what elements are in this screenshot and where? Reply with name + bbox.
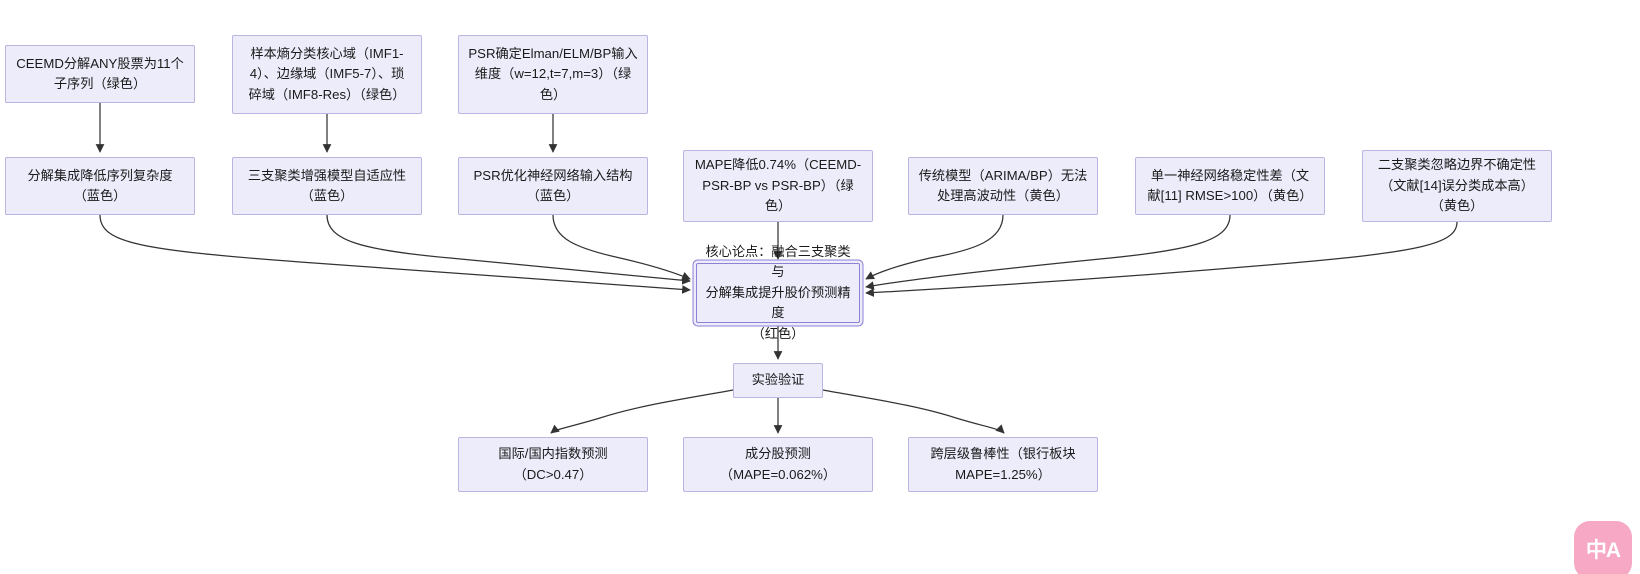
node-evidence-mape-reduction[interactable]: MAPE降低0.74%（CEEMD- PSR-BP vs PSR-BP）（绿 色… (683, 150, 873, 222)
edge-w3-core (552, 214, 691, 281)
node-label: CEEMD分解ANY股票为11个 子序列（绿色） (16, 55, 184, 91)
edge-verification-t3 (822, 389, 1005, 434)
node-label: 跨层级鲁棒性（银行板块 MAPE=1.25%） (930, 446, 1076, 482)
node-label: 成分股预测 （MAPE=0.062%） (719, 446, 837, 482)
node-label: 样本熵分类核心域（IMF1- 4）、边缘域（IMF5-7）、琐 碎域（IMF8-… (248, 45, 406, 102)
node-label: 二支聚类忽略边界不确定性 （文献[14]误分类成本高） （黄色） (1377, 157, 1537, 214)
watermark-text: 中A (1585, 538, 1621, 562)
edge-r2-core (865, 214, 1231, 290)
node-result-cross-level-robustness[interactable]: 跨层级鲁棒性（银行板块 MAPE=1.25%） (908, 437, 1098, 492)
node-label: 国际/国内指数预测 （DC>0.47） (498, 446, 608, 482)
node-label: 传统模型（ARIMA/BP）无法 处理高波动性（黄色） (918, 167, 1088, 203)
node-rebuttal-single-network-stability[interactable]: 单一神经网络稳定性差（文 献[11] RMSE>100）（黄色） (1135, 157, 1325, 215)
edge-w2-core (326, 214, 691, 285)
node-label: PSR优化神经网络输入结构 （蓝色） (473, 167, 633, 203)
node-label: 三支聚类增强模型自适应性 （蓝色） (247, 167, 407, 203)
edge-verification-t1 (550, 389, 734, 434)
node-result-index-prediction[interactable]: 国际/国内指数预测 （DC>0.47） (458, 437, 648, 492)
node-method-sample-entropy-clustering[interactable]: 样本熵分类核心域（IMF1- 4）、边缘域（IMF5-7）、琐 碎域（IMF8-… (232, 35, 422, 114)
edge-r3-core (865, 221, 1458, 297)
node-label: 核心论点：融合三支聚类与 分解集成提升股价预测精度 （红色） (705, 243, 851, 341)
node-method-ceemd-decomposition[interactable]: CEEMD分解ANY股票为11个 子序列（绿色） (5, 45, 195, 103)
node-experimental-verification[interactable]: 实验验证 (733, 363, 823, 398)
node-label: PSR确定Elman/ELM/BP输入 维度（w=12,t=7,m=3）（绿 色… (468, 45, 638, 102)
node-result-constituent-stock-prediction[interactable]: 成分股预测 （MAPE=0.062%） (683, 437, 873, 492)
node-rebuttal-two-way-clustering[interactable]: 二支聚类忽略边界不确定性 （文献[14]误分类成本高） （黄色） (1362, 150, 1552, 222)
node-core-claim[interactable]: 核心论点：融合三支聚类与 分解集成提升股价预测精度 （红色） (696, 244, 860, 341)
node-label: MAPE降低0.74%（CEEMD- PSR-BP vs PSR-BP）（绿 色… (694, 157, 862, 214)
edge-r1-core (865, 214, 1004, 280)
node-warrant-psr-optimize-structure[interactable]: PSR优化神经网络输入结构 （蓝色） (458, 157, 648, 215)
node-warrant-reduce-complexity[interactable]: 分解集成降低序列复杂度 （蓝色） (5, 157, 195, 215)
node-method-psr-input-dimension[interactable]: PSR确定Elman/ELM/BP输入 维度（w=12,t=7,m=3）（绿 色… (458, 35, 648, 114)
edge-w1-core (99, 214, 691, 294)
node-rebuttal-traditional-models[interactable]: 传统模型（ARIMA/BP）无法 处理高波动性（黄色） (908, 157, 1098, 215)
node-label: 实验验证 (751, 372, 805, 388)
node-warrant-three-way-clustering[interactable]: 三支聚类增强模型自适应性 （蓝色） (232, 157, 422, 215)
node-label: 分解集成降低序列复杂度 （蓝色） (27, 167, 173, 203)
node-label: 单一神经网络稳定性差（文 献[11] RMSE>100）（黄色） (1147, 167, 1313, 203)
watermark-badge: 中A (1574, 521, 1632, 574)
